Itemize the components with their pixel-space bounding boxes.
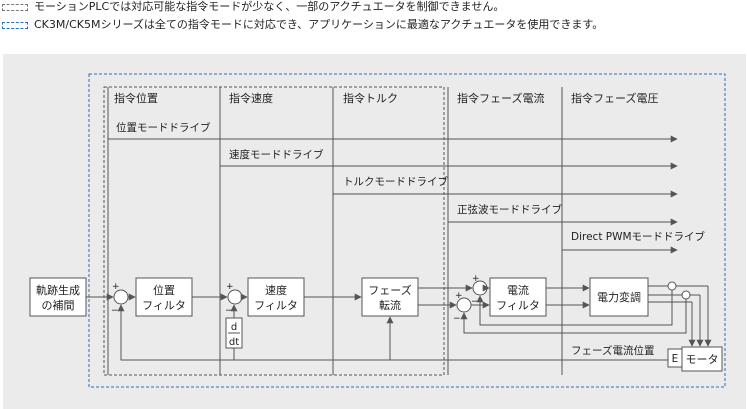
feedback-paths — [117, 290, 687, 361]
phase-commutation-label-1: フェーズ — [368, 283, 411, 297]
current-filter-label-2: フィルタ — [496, 299, 540, 312]
sum-junction-velocity — [227, 289, 243, 305]
current-sensor-2-icon — [681, 290, 691, 300]
column-header-position: 指令位置 — [114, 91, 158, 105]
position-filter-label-1: 位置 — [153, 283, 175, 297]
sign-minus-current-b: − — [453, 314, 461, 324]
feedback-label: フェーズ電流位置 — [571, 344, 654, 357]
column-separators — [107, 87, 563, 375]
derivative-denominator: dt — [229, 337, 239, 348]
legend-gray: モーションPLCでは対応可能な指令モードが少なく、一部のアクチュエータを制御でき… — [2, 0, 504, 14]
current-filter-block — [489, 277, 547, 317]
power-conversion-block — [589, 277, 649, 317]
forward-path — [86, 284, 712, 347]
current-sensor-1-icon — [667, 281, 677, 291]
gray-dashed-boundary — [103, 86, 445, 376]
column-header-torque: 指令トルク — [343, 91, 398, 105]
sign-minus-velocity: − — [225, 306, 233, 316]
sign-minus-current-a: − — [471, 297, 479, 307]
sign-plus-current-b: + — [455, 291, 463, 301]
motor-block — [681, 346, 723, 372]
velocity-filter-label-1: 速度 — [265, 283, 287, 297]
sign-plus-position: + — [112, 282, 120, 292]
mode-label-velocity: 速度モードドライブ — [229, 148, 324, 161]
velocity-filter-label-2: フィルタ — [254, 299, 298, 312]
current-filter-label-1: 電流 — [507, 283, 529, 297]
power-conversion-label: 電力変調 — [597, 290, 641, 304]
mode-label-position: 位置モードドライブ — [116, 121, 211, 134]
mode-label-pwm: Direct PWMモードドライブ — [571, 230, 706, 243]
sign-plus-velocity: + — [226, 282, 234, 292]
legend-blue-text: CK3M/CK5Mシリーズは全ての指令モードに対応でき、アプリケーションに最適な… — [34, 18, 604, 31]
mode-label-sine: 正弦波モードドライブ — [457, 203, 562, 216]
diagram-panel — [3, 54, 746, 409]
column-header-phase-voltage: 指令フェーズ電圧 — [571, 91, 658, 105]
sign-plus-current-a: + — [472, 274, 480, 284]
encoder-label: E — [672, 353, 679, 365]
phase-commutation-label-2: 転流 — [379, 298, 401, 312]
sum-junction-position — [113, 289, 129, 305]
position-filter-label-2: フィルタ — [142, 299, 186, 312]
legend-gray-text: モーションPLCでは対応可能な指令モードが少なく、一部のアクチュエータを制御でき… — [34, 0, 505, 13]
legend-blue: CK3M/CK5Mシリーズは全ての指令モードに対応でき、アプリケーションに最適な… — [2, 18, 603, 32]
column-header-velocity: 指令速度 — [229, 91, 273, 105]
derivative-numerator: d — [231, 322, 237, 333]
position-filter-block — [135, 277, 193, 317]
column-header-phase-current: 指令フェーズ電流 — [457, 91, 544, 105]
blue-dashed-swatch-icon — [2, 21, 28, 29]
trajectory-label-1: 軌跡生成 — [36, 283, 80, 297]
sign-minus-position: − — [111, 306, 119, 316]
gray-dashed-swatch-icon — [2, 3, 28, 11]
phase-commutation-block — [361, 277, 419, 317]
trajectory-label-2: の補間 — [42, 299, 75, 312]
blue-dashed-boundary — [88, 73, 726, 388]
mode-label-torque: トルクモードドライブ — [343, 175, 448, 188]
motor-label: モータ — [686, 353, 719, 366]
